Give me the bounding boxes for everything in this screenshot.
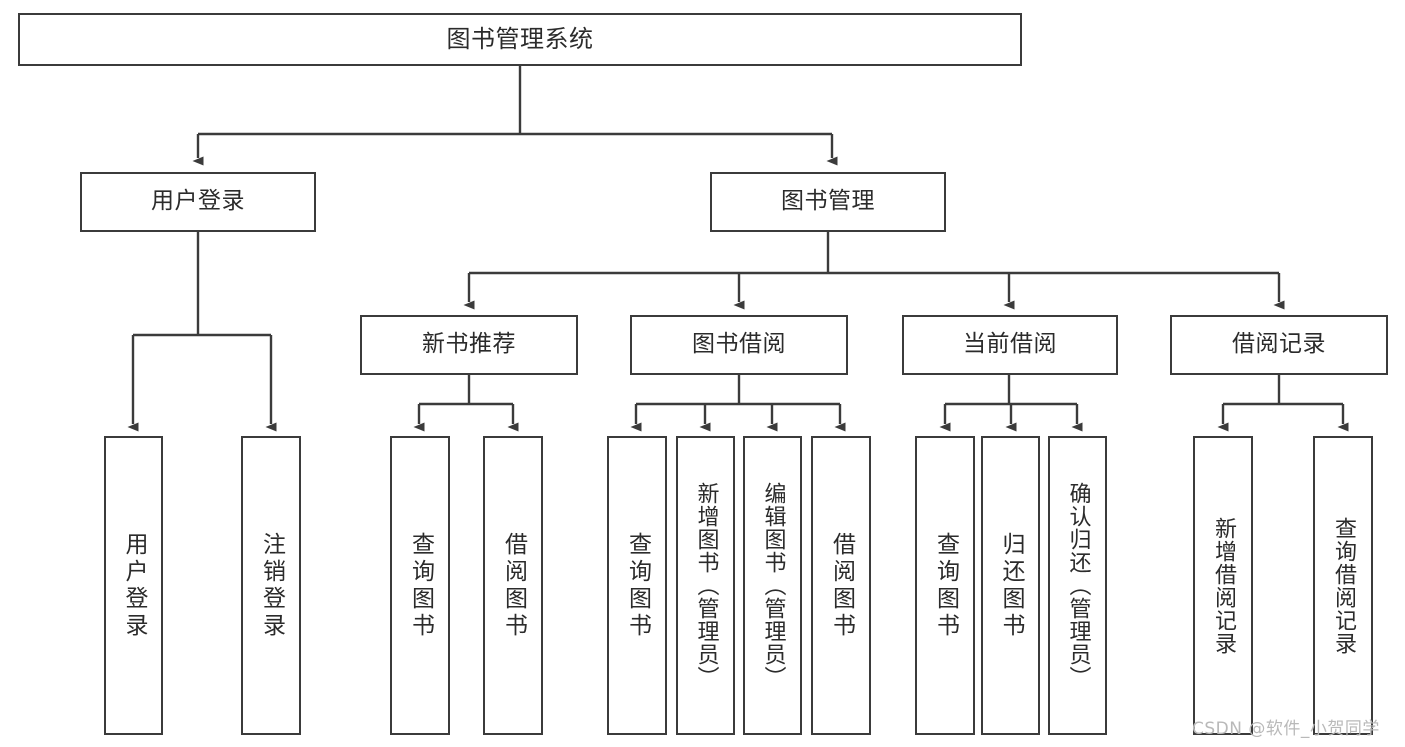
leaf-current-return-book[interactable]: 归还图书	[981, 436, 1040, 735]
node-label: 图书管理系统	[446, 25, 594, 54]
leaf-current-query-book[interactable]: 查询图书	[915, 436, 975, 735]
node-current-borrow[interactable]: 当前借阅	[902, 315, 1118, 375]
node-label: 当前借阅	[963, 331, 1057, 358]
node-label: 用户登录	[121, 531, 147, 640]
leaf-user-login-logout[interactable]: 注销登录	[241, 436, 301, 735]
leaf-recommend-query-book[interactable]: 查询图书	[390, 436, 450, 735]
node-label: 查询图书	[624, 531, 651, 640]
node-label: 新增借阅记录	[1211, 516, 1236, 655]
leaf-current-confirm-return-admin[interactable]: 确认归还（管理员）	[1048, 436, 1107, 735]
node-root-book-management-system[interactable]: 图书管理系统	[18, 13, 1022, 66]
node-label: 编辑图书（管理员）	[760, 482, 786, 689]
node-label: 查询图书	[932, 531, 959, 640]
node-label: 借阅图书	[828, 531, 855, 640]
leaf-borrow-edit-book-admin[interactable]: 编辑图书（管理员）	[743, 436, 802, 735]
node-label: 确认归还（管理员）	[1065, 482, 1091, 689]
leaf-recommend-borrow-book[interactable]: 借阅图书	[483, 436, 543, 735]
node-borrow-record[interactable]: 借阅记录	[1170, 315, 1388, 375]
leaf-borrow-borrow-book[interactable]: 借阅图书	[811, 436, 871, 735]
leaf-user-login-login[interactable]: 用户登录	[104, 436, 163, 735]
node-book-management[interactable]: 图书管理	[710, 172, 946, 232]
leaf-record-add-borrow-record[interactable]: 新增借阅记录	[1193, 436, 1253, 735]
node-label: 图书管理	[781, 188, 875, 215]
node-label: 新增图书（管理员）	[693, 482, 719, 689]
node-label: 图书借阅	[692, 331, 786, 358]
node-label: 新书推荐	[422, 331, 516, 358]
watermark-csdn: CSDN @软件_小贺同学	[1192, 719, 1380, 739]
node-label: 借阅图书	[500, 531, 527, 640]
node-label: 查询图书	[407, 531, 434, 640]
node-label: 用户登录	[151, 188, 245, 215]
leaf-record-query-borrow-record[interactable]: 查询借阅记录	[1313, 436, 1373, 735]
leaf-borrow-query-book[interactable]: 查询图书	[607, 436, 667, 735]
node-book-borrow[interactable]: 图书借阅	[630, 315, 848, 375]
node-label: 借阅记录	[1232, 331, 1326, 358]
leaf-borrow-add-book-admin[interactable]: 新增图书（管理员）	[676, 436, 735, 735]
node-label: 查询借阅记录	[1331, 516, 1356, 655]
node-new-book-recommend[interactable]: 新书推荐	[360, 315, 578, 375]
node-label: 注销登录	[258, 531, 285, 640]
node-user-login[interactable]: 用户登录	[80, 172, 316, 232]
node-label: 归还图书	[998, 531, 1024, 640]
